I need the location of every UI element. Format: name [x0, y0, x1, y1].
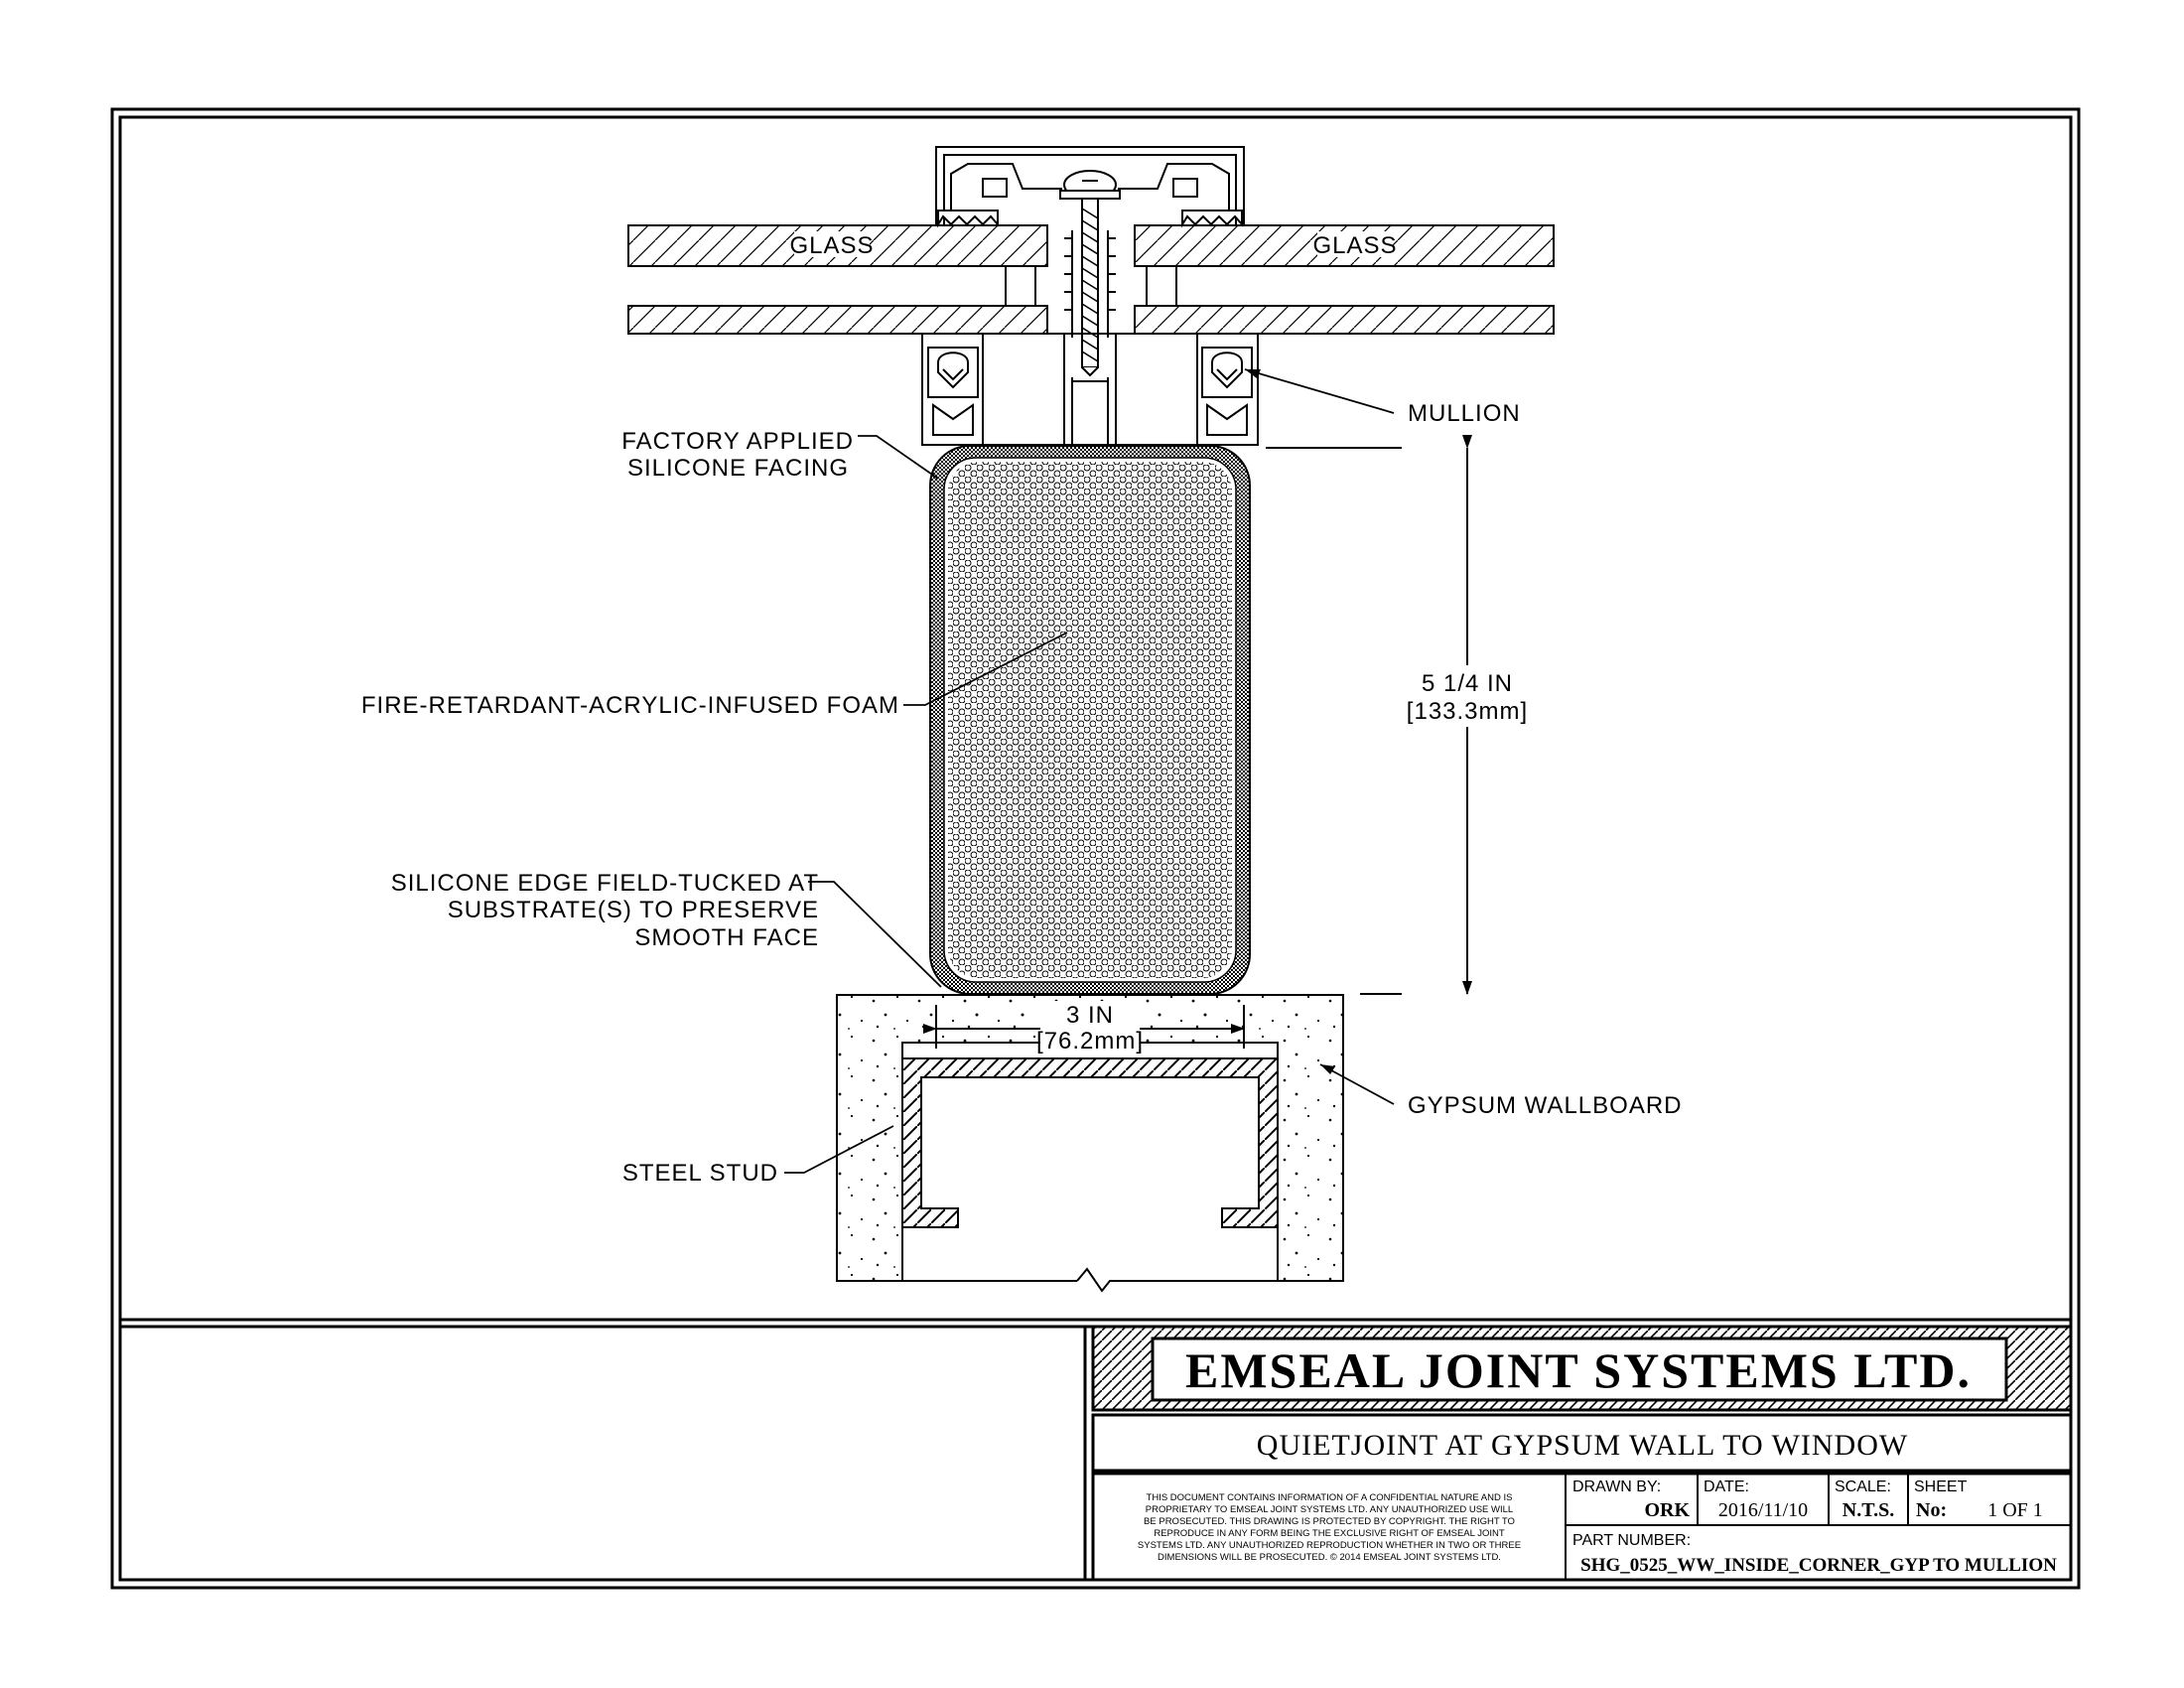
confidential-line-4: REPRODUCE IN ANY FORM BEING THE EXCLUSIV… [1154, 1528, 1505, 1539]
confidential-line-5: SYSTEMS LTD. ANY UNAUTHORIZED REPRODUCTI… [1138, 1540, 1521, 1551]
callout-edge-line3: SMOOTH FACE [634, 924, 819, 951]
dimension-height-text-mask [1400, 665, 1535, 727]
leader-arrowheads [1245, 369, 1335, 1074]
company-name: EMSEAL JOINT SYSTEMS LTD. [1185, 1342, 1972, 1398]
fastener-screw [1059, 170, 1121, 377]
callout-foam: FIRE-RETARDANT-ACRYLIC-INFUSED FOAM [361, 692, 899, 719]
date-label: DATE: [1704, 1478, 1749, 1495]
dimension-height-imperial: 5 1/4 IN [1422, 670, 1513, 697]
title-block [118, 1325, 2073, 1582]
confidential-line-3: BE PROSECUTED. THIS DRAWING IS PROTECTED… [1144, 1516, 1515, 1527]
dimension-width-imperial: 3 IN [1066, 1002, 1114, 1029]
confidential-line-1: THIS DOCUMENT CONTAINS INFORMATION OF A … [1147, 1492, 1513, 1503]
dimension-width-text-mask [1040, 1001, 1140, 1051]
callout-edge-line1: SILICONE EDGE FIELD-TUCKED AT [391, 870, 819, 897]
callout-steel-stud: STEEL STUD [622, 1160, 778, 1187]
sheet-label: SHEET [1914, 1478, 1968, 1495]
drawn-by-label: DRAWN BY: [1572, 1478, 1661, 1495]
callout-edge-line2: SUBSTRATE(S) TO PRESERVE [448, 897, 819, 923]
glass-label-right: GLASS [1312, 232, 1397, 259]
sheet-value: 1 OF 1 [1987, 1499, 2043, 1521]
confidential-line-6: DIMENSIONS WILL BE PROSECUTED. © 2014 EM… [1158, 1552, 1501, 1563]
date-value: 2016/11/10 [1718, 1499, 1808, 1521]
confidential-line-2: PROPRIETARY TO EMSEAL JOINT SYSTEMS LTD.… [1146, 1504, 1513, 1515]
glass-label-right-mask [1317, 231, 1393, 257]
scale-value: N.T.S. [1843, 1499, 1894, 1521]
part-number-value: SHG_0525_WW_INSIDE_CORNER_GYP TO MULLION [1580, 1555, 2057, 1576]
leader-lines [784, 368, 1395, 1174]
pressure-cap [935, 146, 1245, 225]
sheet-no-label: No: [1916, 1499, 1947, 1521]
dimension-height-metric: [133.3mm] [1407, 698, 1528, 725]
callout-factory-line2: SILICONE FACING [627, 455, 849, 482]
glass-label-left: GLASS [789, 232, 874, 259]
foam-sealant [929, 445, 1251, 995]
notes-box [118, 1325, 1087, 1582]
dimension-width-metric: [76.2mm] [1036, 1028, 1144, 1055]
cap-gaskets [937, 210, 1243, 228]
drawn-by-value: ORK [1644, 1499, 1690, 1521]
drawing-title-box [1091, 1413, 2073, 1473]
glass-label-left-mask [794, 231, 870, 257]
callout-gypsum: GYPSUM WALLBOARD [1408, 1092, 1683, 1119]
screw-race [1064, 230, 1116, 338]
sheet-outer-border [110, 107, 2081, 1590]
part-number-label: PART NUMBER: [1572, 1532, 1691, 1549]
info-box [1091, 1472, 2073, 1582]
company-box-inner [1151, 1336, 2008, 1402]
drawing-title: QUIETJOINT AT GYPSUM WALL TO WINDOW [1257, 1429, 1908, 1462]
steel-stud [901, 1057, 1279, 1228]
scale-label: SCALE: [1835, 1478, 1891, 1495]
callout-factory-line1: FACTORY APPLIED [621, 428, 854, 455]
callout-mullion: MULLION [1408, 400, 1521, 427]
glass-right [1134, 224, 1555, 335]
